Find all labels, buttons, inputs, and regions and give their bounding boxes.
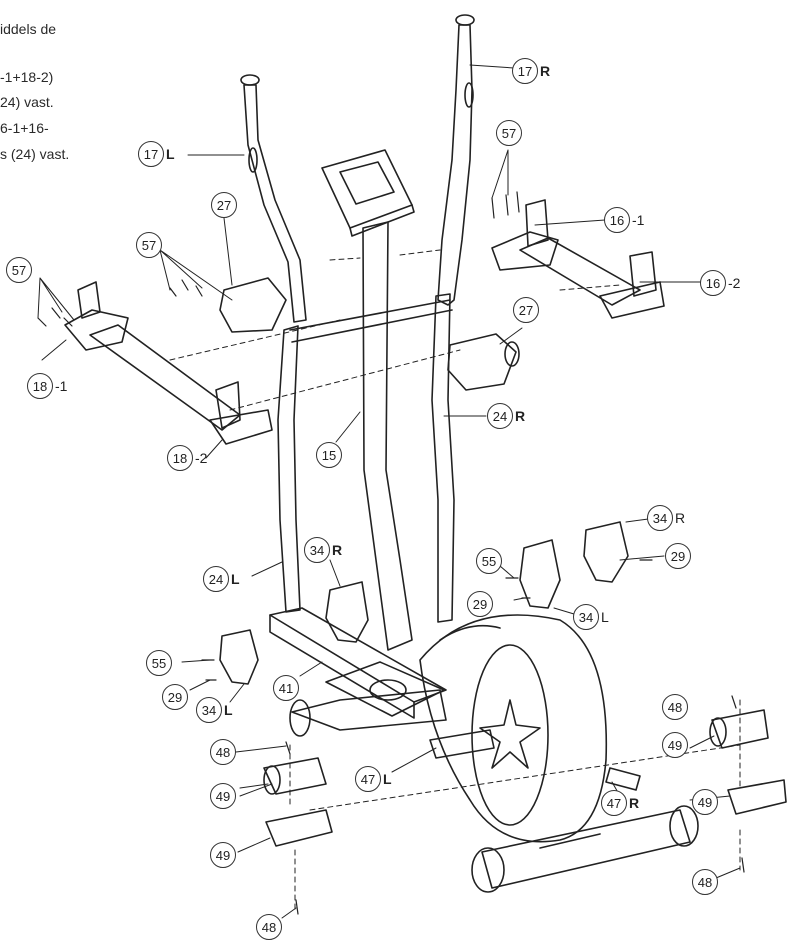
callout-41: 41	[273, 675, 299, 701]
callout-29-left: 29	[162, 684, 188, 710]
lower-post-24L	[277, 325, 301, 613]
pedal-arm-18	[64, 281, 273, 445]
instruction-line-2: -1+18-2)	[0, 69, 54, 85]
pedal-bracket-34L-lower	[219, 629, 259, 685]
handlebar-17R	[437, 14, 475, 306]
pedal-bracket-34L-upper	[519, 539, 561, 609]
callout-48-right-lower: 48	[692, 869, 718, 895]
callout-29-middle: 29	[467, 591, 493, 617]
bushing-27b	[447, 333, 520, 391]
pedal-bracket-34R-upper	[583, 521, 629, 583]
foot-49-right-lower	[727, 779, 787, 815]
callout-57-middle: 57	[136, 232, 162, 258]
instruction-line-1: iddels de	[0, 21, 57, 37]
mast-15	[362, 221, 413, 651]
callout-18-2: 18-2	[167, 445, 207, 471]
rear-stabilizer	[289, 689, 447, 737]
leader-lines	[37, 64, 741, 919]
callout-57-right: 57	[496, 120, 522, 146]
bushing-27a	[219, 277, 287, 333]
callout-55-left: 55	[146, 650, 172, 676]
flywheel-housing	[419, 614, 608, 843]
crank-arms-47	[429, 729, 641, 791]
pedal-bracket-34R-lower	[325, 581, 369, 643]
handlebar-17L	[240, 74, 307, 323]
instruction-line-3: 24) vast.	[0, 94, 54, 110]
front-stabilizer	[471, 805, 699, 893]
callout-55-right: 55	[476, 548, 502, 574]
callout-27-left: 27	[211, 192, 237, 218]
pedal-arm-16	[491, 199, 665, 319]
callout-49-right-upper: 49	[662, 732, 688, 758]
callout-16-1: 16-1	[604, 207, 644, 233]
instruction-line-4: 6-1+16-	[0, 120, 49, 136]
console	[321, 149, 415, 237]
screws-57	[37, 191, 520, 327]
base-frame-41	[269, 607, 447, 719]
callout-18-1: 18-1	[27, 373, 67, 399]
upper-crossbar	[289, 299, 453, 343]
assembly-lines	[169, 249, 741, 911]
callout-57-left: 57	[6, 257, 32, 283]
foot-49-right-upper	[709, 709, 769, 749]
foot-49-left-upper	[263, 757, 327, 795]
callout-49-left-lower: 49	[210, 842, 236, 868]
callout-27-right: 27	[513, 297, 539, 323]
callout-48-left-lower: 48	[256, 914, 282, 940]
lower-post-24R	[431, 293, 455, 623]
pedal-platform	[325, 661, 445, 717]
instruction-line-5: s (24) vast.	[0, 146, 70, 162]
callout-48-left-upper: 48	[210, 739, 236, 765]
callout-29-right: 29	[665, 543, 691, 569]
callout-15: 15	[316, 442, 342, 468]
callout-49-right-lower: 49	[692, 789, 718, 815]
foot-49-left-lower	[265, 809, 333, 847]
callout-48-right-upper: 48	[662, 694, 688, 720]
callout-49-left-upper: 49	[210, 783, 236, 809]
callout-16-2: 16-2	[700, 270, 740, 296]
